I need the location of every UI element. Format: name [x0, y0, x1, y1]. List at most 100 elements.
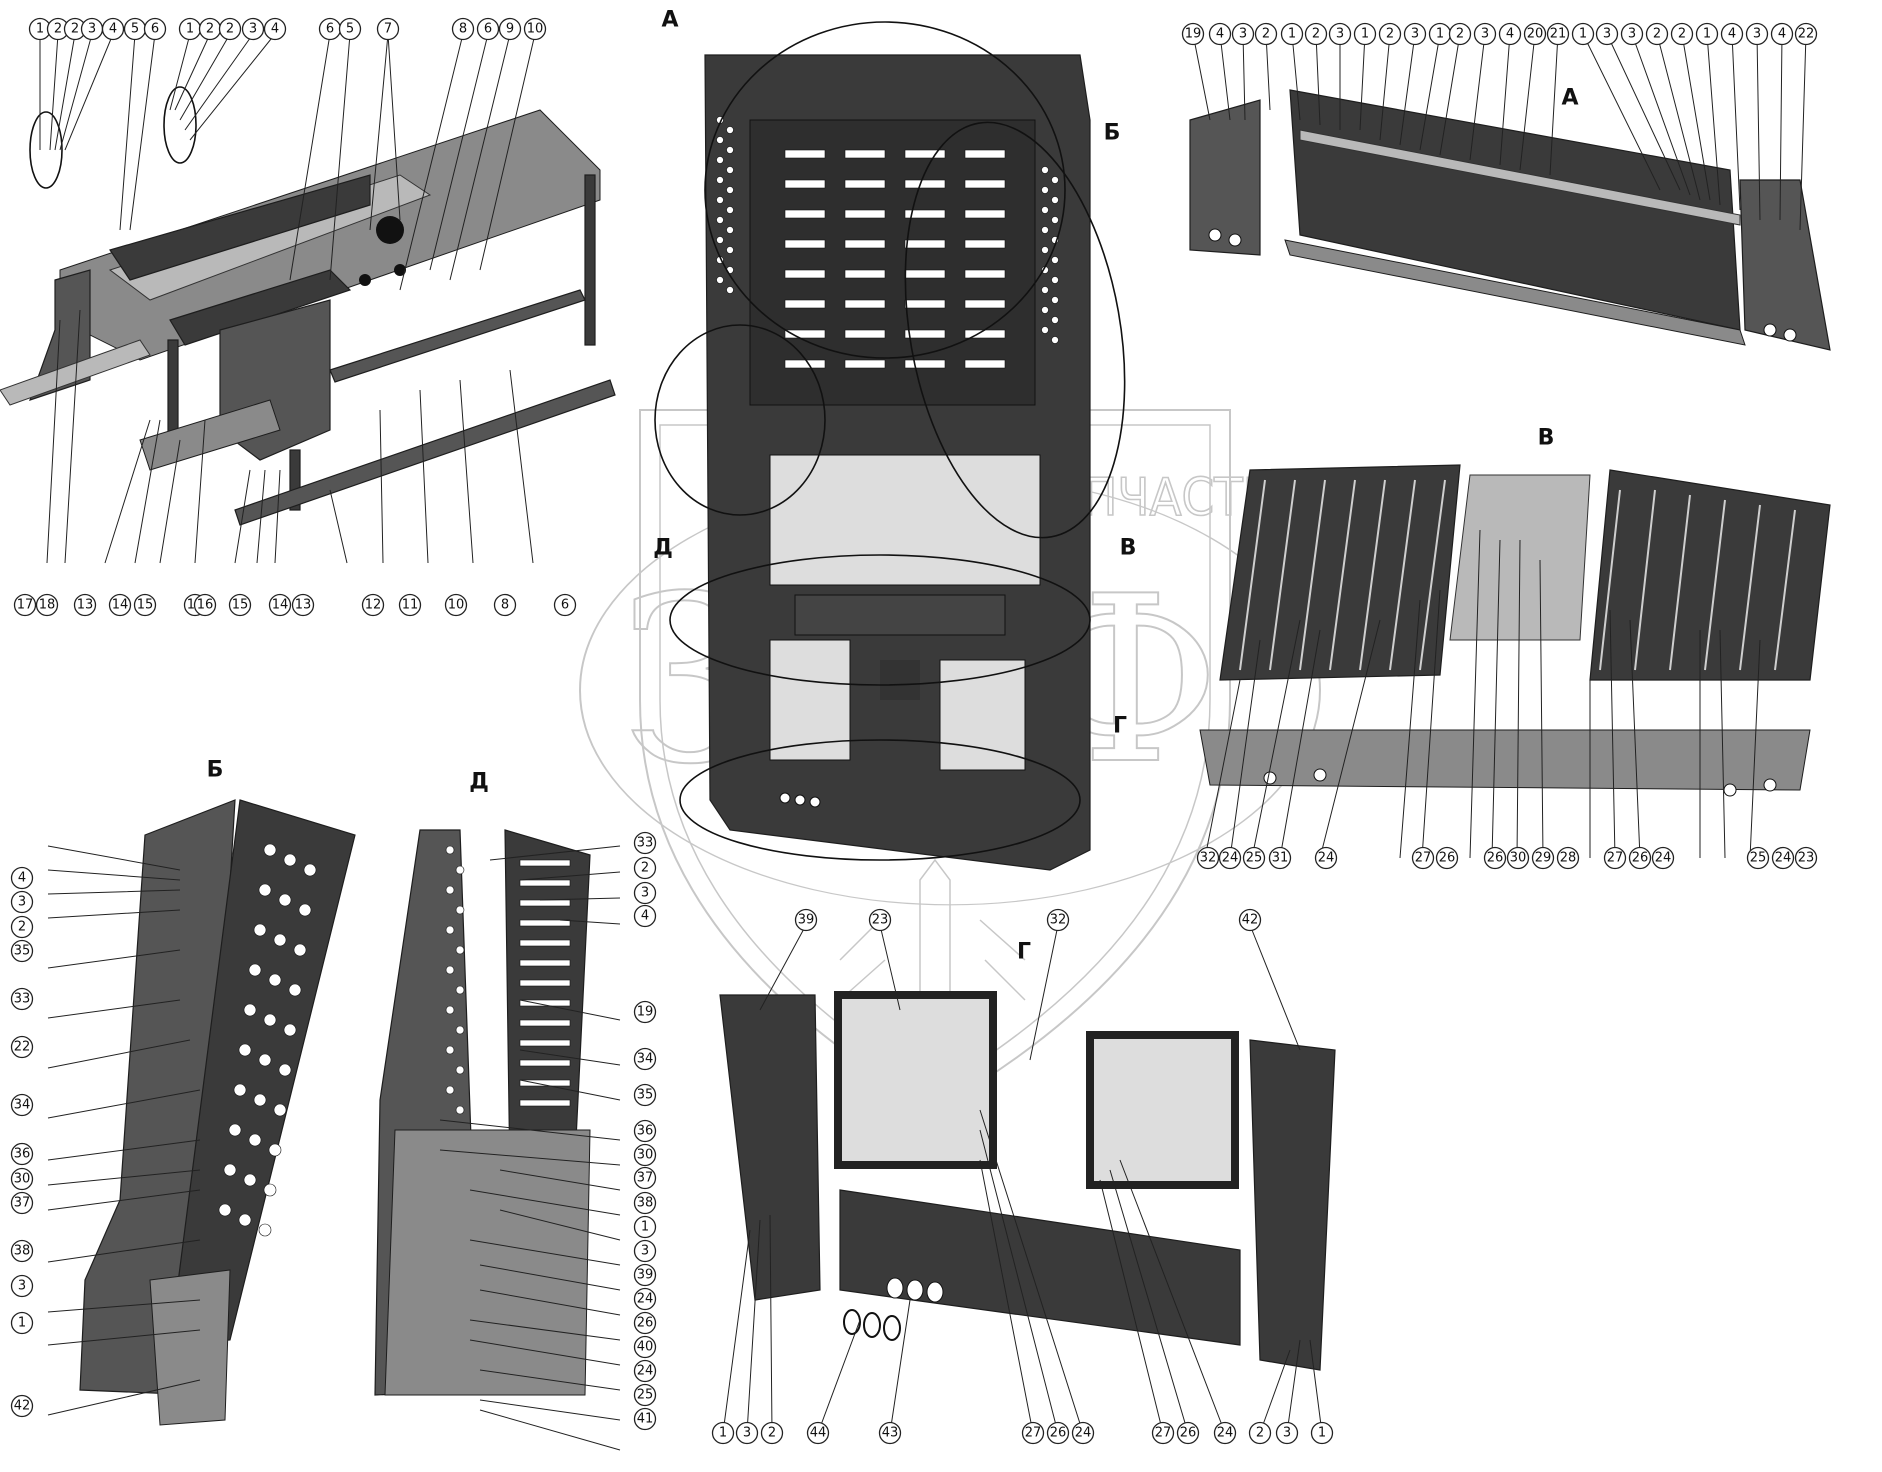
callout-circle	[361, 593, 385, 617]
callout-view-v-bottom-9: 29	[1531, 846, 1555, 870]
callout-view-d-right-7: 36	[633, 1119, 657, 1143]
callout-number: 12	[365, 598, 382, 613]
view-label-g-top: Г	[1113, 714, 1127, 739]
callout-circle	[1448, 22, 1472, 46]
callout-number: 3	[1603, 27, 1611, 42]
leader-lines	[39, 33, 1807, 1451]
callout-number: 4	[18, 871, 26, 886]
callout-number: 16	[197, 598, 214, 613]
callout-circle	[1603, 846, 1627, 870]
callout-number: 24	[637, 1292, 654, 1307]
callout-circle	[1378, 22, 1402, 46]
callout-circle	[633, 1215, 657, 1239]
callout-circle	[218, 17, 242, 41]
callout-number: 28	[1560, 851, 1577, 866]
callout-circle	[10, 1274, 34, 1298]
callout-view-v-bottom-16: 23	[1794, 846, 1818, 870]
callout-view-a-top-18: 3	[1620, 22, 1644, 46]
callout-cab-bottom-2: 13	[73, 593, 97, 617]
callout-view-a-top-24: 4	[1770, 22, 1794, 46]
callout-circle	[398, 593, 422, 617]
callout-number: 11	[402, 598, 419, 613]
callout-number: 1	[36, 22, 44, 37]
callout-circle	[10, 1311, 34, 1335]
callout-circle	[263, 17, 287, 41]
callout-circle	[35, 593, 59, 617]
callout-number: 1	[1361, 27, 1369, 42]
callout-view-d-right-6: 35	[633, 1083, 657, 1107]
callout-circle	[1280, 22, 1304, 46]
callout-view-v-bottom-5: 27	[1411, 846, 1435, 870]
callout-number: 37	[637, 1171, 654, 1186]
callout-view-d-right-12: 3	[633, 1239, 657, 1263]
callout-view-b-left-11: 3	[10, 1274, 34, 1298]
callout-circle	[10, 1167, 34, 1191]
callout-circle	[1181, 22, 1205, 46]
callout-number: 2	[1386, 27, 1394, 42]
callout-circle	[1218, 846, 1242, 870]
callout-circle	[633, 1287, 657, 1311]
callout-view-g-bottom-7: 24	[1071, 1421, 1095, 1445]
callout-circle	[633, 856, 657, 880]
callout-view-b-left-10: 38	[10, 1239, 34, 1263]
callout-view-g-bottom-6: 26	[1046, 1421, 1070, 1445]
callout-number: 10	[527, 22, 544, 37]
callout-number: 23	[872, 913, 889, 928]
callout-number: 2	[768, 1426, 776, 1441]
view-label-g-detail: Г	[1017, 940, 1031, 965]
callout-view-v-bottom-2: 25	[1242, 846, 1266, 870]
callout-number: 24	[1775, 851, 1792, 866]
callout-circle	[493, 593, 517, 617]
callout-view-d-right-16: 40	[633, 1335, 657, 1359]
callout-view-a-top-4: 1	[1280, 22, 1304, 46]
callout-circle	[523, 17, 547, 41]
callout-number: 24	[637, 1364, 654, 1379]
callout-circle	[633, 881, 657, 905]
callout-circle	[1411, 846, 1435, 870]
callout-number: 4	[1728, 27, 1736, 42]
callout-circle	[73, 593, 97, 617]
callout-circle	[633, 831, 657, 855]
callout-number: 6	[326, 22, 334, 37]
callout-view-b-left-2: 2	[10, 915, 34, 939]
callout-circle	[1435, 846, 1459, 870]
callout-circle	[633, 1083, 657, 1107]
callout-view-d-right-1: 2	[633, 856, 657, 880]
callout-view-a-top-5: 2	[1304, 22, 1328, 46]
callout-cab-top-10: 3	[241, 17, 265, 41]
callout-number: 9	[506, 22, 514, 37]
callout-view-b-left-8: 30	[10, 1167, 34, 1191]
callout-circle	[1745, 22, 1769, 46]
callout-circle	[444, 593, 468, 617]
callout-number: 2	[18, 920, 26, 935]
callout-number: 26	[1632, 851, 1649, 866]
callout-number: 5	[131, 22, 139, 37]
callout-number: 33	[637, 836, 654, 851]
callout-view-d-right-14: 24	[633, 1287, 657, 1311]
view-d-louvers	[519, 859, 571, 1107]
callout-number: 23	[1798, 851, 1815, 866]
callout-number: 25	[1246, 851, 1263, 866]
callout-view-b-left-13: 42	[10, 1394, 34, 1418]
callout-view-a-top-23: 3	[1745, 22, 1769, 46]
callout-number: 4	[1778, 27, 1786, 42]
callout-view-v-bottom-1: 24	[1218, 846, 1242, 870]
callout-view-g-top-1: 23	[868, 908, 892, 932]
callout-cab-bottom-11: 11	[398, 593, 422, 617]
callout-number: 30	[637, 1148, 654, 1163]
view-b-perforations	[218, 843, 317, 1237]
callout-number: 3	[1336, 27, 1344, 42]
callout-circle	[1254, 22, 1278, 46]
callout-cab-bottom-1: 18	[35, 593, 59, 617]
callout-view-v-bottom-6: 26	[1435, 846, 1459, 870]
callout-number: 4	[271, 22, 279, 37]
callout-view-v-bottom-7: 26	[1483, 846, 1507, 870]
callout-circle	[1746, 846, 1770, 870]
callout-view-b-left-4: 33	[10, 987, 34, 1011]
callout-number: 3	[641, 886, 649, 901]
view-label-a-detail: А	[1561, 86, 1578, 111]
callout-number: 3	[88, 22, 96, 37]
callout-view-d-right-4: 19	[633, 1000, 657, 1024]
callout-cab-top-8: 2	[198, 17, 222, 41]
